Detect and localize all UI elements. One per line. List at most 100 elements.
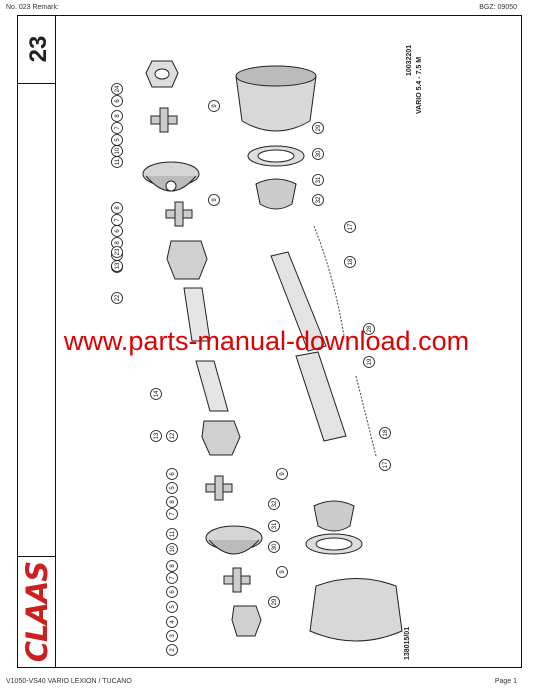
shaft-part-callout-12: 9 [208, 194, 220, 206]
svg-text:29: 29 [316, 124, 322, 131]
svg-text:17: 17 [383, 461, 389, 468]
upper-guard-cup-icon [255, 178, 297, 210]
svg-text:7: 7 [115, 126, 121, 130]
svg-text:2: 2 [170, 648, 176, 652]
page-number: 23 [25, 35, 52, 63]
shaft-part-callout-6: 5 [111, 134, 123, 146]
shaft-part-callout-19: 14 [150, 388, 162, 400]
shaft-part-callout-32: 6 [166, 586, 178, 598]
guard-part-callout-11: 32 [268, 498, 280, 510]
title-block-divider [55, 15, 57, 668]
profile-tube-upper-icon [183, 287, 211, 342]
shaft-part-callout-11: 6 [111, 225, 123, 237]
svg-text:8: 8 [170, 564, 176, 568]
svg-text:9: 9 [280, 472, 286, 476]
shaft-part-callout-29: 10 [166, 543, 178, 555]
watermark: www.parts-manual-download.com [63, 326, 470, 356]
shaft-part-callout-5: 7 [111, 122, 123, 134]
svg-text:14: 14 [154, 390, 160, 397]
guard-part-callout-1: 29 [312, 122, 324, 134]
lower-protective-cone-icon [309, 578, 403, 642]
svg-text:30: 30 [272, 543, 278, 550]
svg-text:10: 10 [170, 545, 176, 552]
shaft-part-callout-24: 5 [166, 482, 178, 494]
shaft-part-callout-31: 7 [166, 572, 178, 584]
exploded-parts-diagram: 2469875101187698751323221413126958711910… [111, 60, 403, 656]
svg-text:29: 29 [272, 598, 278, 605]
shaft-part-callout-20: 13 [150, 430, 162, 442]
shaft-part-callout-27: 11 [166, 528, 178, 540]
upper-flange-icon [142, 161, 200, 192]
page-number-divider [17, 83, 56, 85]
shaft-part-callout-28: 9 [276, 566, 288, 578]
shaft-part-callout-8: 11 [111, 156, 123, 168]
svg-text:23: 23 [115, 248, 121, 255]
upper-protective-cone-icon [235, 65, 317, 132]
footer-page: Page 1 [494, 678, 517, 685]
lower-yoke-icon [201, 420, 241, 456]
svg-text:32: 32 [272, 500, 278, 507]
svg-text:6: 6 [170, 590, 176, 594]
svg-text:6: 6 [115, 229, 121, 233]
guard-part-callout-9: 18 [379, 427, 391, 439]
upper-cross-joint-icon [150, 107, 178, 133]
shaft-part-callout-30: 8 [166, 560, 178, 572]
svg-text:28: 28 [367, 325, 373, 332]
svg-text:31: 31 [316, 176, 322, 183]
svg-text:9: 9 [212, 198, 218, 202]
guard-part-callout-7: 28 [363, 323, 375, 335]
shaft-part-callout-16: 13 [111, 260, 123, 272]
svg-text:5: 5 [170, 486, 176, 490]
shaft-part-callout-26: 7 [166, 508, 178, 520]
header-bgz-code: BGZ: 09050 [479, 4, 517, 11]
shaft-part-callout-10: 7 [111, 214, 123, 226]
svg-text:8: 8 [115, 241, 121, 245]
svg-text:7: 7 [115, 218, 121, 222]
guard-part-callout-4: 32 [312, 194, 324, 206]
svg-text:22: 22 [115, 294, 121, 301]
safety-chain-icon [313, 225, 377, 457]
svg-text:32: 32 [316, 196, 322, 203]
guard-tube-lower-icon [295, 351, 347, 442]
svg-text:18: 18 [348, 258, 354, 265]
guard-part-callout-10: 17 [379, 459, 391, 471]
guard-part-callout-2: 30 [312, 148, 324, 160]
lower-guard-cup-icon [313, 500, 355, 532]
shaft-part-callout-25: 8 [166, 496, 178, 508]
svg-text:13: 13 [115, 262, 121, 269]
shaft-part-callout-21: 12 [166, 430, 178, 442]
logo-divider [17, 556, 56, 558]
profile-tube-lower-icon [195, 360, 229, 412]
svg-text:6: 6 [115, 99, 121, 103]
shaft-part-callout-9: 8 [111, 202, 123, 214]
bottom-yoke-icon [231, 605, 262, 637]
shaft-part-callout-2: 6 [111, 95, 123, 107]
guard-part-callout-3: 31 [312, 174, 324, 186]
guard-part-callout-13: 30 [268, 541, 280, 553]
claas-logo: CLAAS [20, 560, 54, 664]
shaft-part-callout-4: 8 [111, 110, 123, 122]
svg-text:7: 7 [170, 512, 176, 516]
shaft-part-callout-35: 3 [166, 630, 178, 642]
drawing-frame [17, 15, 522, 668]
guard-part-callout-12: 31 [268, 520, 280, 532]
bottom-cross-joint-icon [223, 567, 251, 593]
shaft-part-callout-34: 4 [166, 616, 178, 628]
svg-text:9: 9 [280, 570, 286, 574]
svg-text:12: 12 [170, 432, 176, 439]
lower-flange-icon [205, 525, 263, 555]
svg-text:10: 10 [115, 147, 121, 154]
tube-yoke-icon [166, 240, 208, 280]
shaft-part-callout-7: 10 [111, 145, 123, 157]
svg-text:19: 19 [367, 358, 373, 365]
svg-text:11: 11 [170, 530, 176, 537]
svg-text:6: 6 [170, 472, 176, 476]
svg-text:5: 5 [170, 605, 176, 609]
guard-tube-upper-icon [270, 251, 327, 352]
svg-text:3: 3 [170, 634, 176, 638]
svg-text:8: 8 [115, 114, 121, 118]
logo-text: CLAAS [20, 561, 54, 663]
svg-text:13: 13 [154, 432, 160, 439]
svg-text:17: 17 [348, 223, 354, 230]
svg-text:30: 30 [316, 150, 322, 157]
